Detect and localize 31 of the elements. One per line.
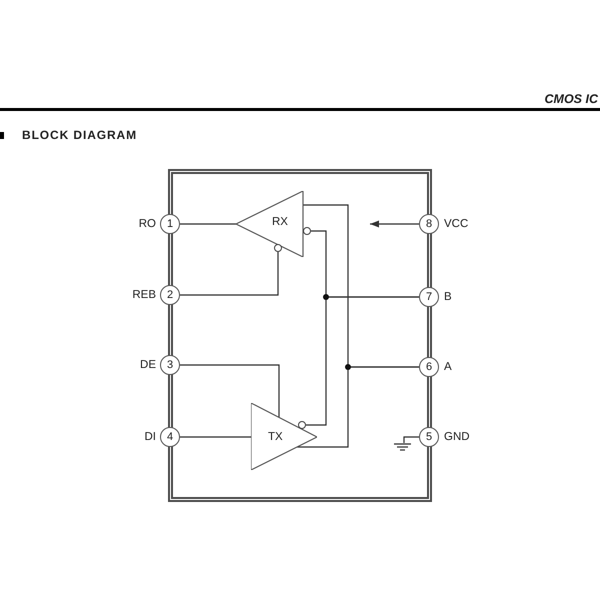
- pin-label: REB: [132, 288, 156, 302]
- pin-label: RO: [138, 217, 156, 231]
- amplifier-triangle: [251, 403, 317, 470]
- pin-circle: 2: [160, 285, 180, 305]
- block-label: RX: [272, 215, 288, 229]
- pin-label: B: [444, 290, 452, 304]
- pin-label: DI: [144, 430, 156, 444]
- block-label: TX: [268, 430, 283, 444]
- wire: [297, 366, 419, 448]
- pin-circle: 4: [160, 427, 180, 447]
- wire: [180, 223, 236, 225]
- pin-circle: 8: [419, 214, 439, 234]
- pin-circle: 7: [419, 287, 439, 307]
- pin-circle: 1: [160, 214, 180, 234]
- pin-label: A: [444, 360, 452, 374]
- pin-label: GND: [444, 430, 470, 444]
- document-category: CMOS IC: [544, 92, 598, 106]
- arrow: [370, 220, 419, 228]
- ground-icon: [394, 443, 411, 451]
- wire: [180, 436, 251, 438]
- amplifier-triangle: [236, 191, 311, 257]
- pin-circle: 5: [419, 427, 439, 447]
- pin-circle: 6: [419, 357, 439, 377]
- wire: [306, 296, 419, 426]
- wire: [403, 436, 419, 443]
- wire: [180, 364, 280, 417]
- pin-label: DE: [140, 358, 156, 372]
- wire: [180, 252, 279, 296]
- section-heading: BLOCK DIAGRAM: [22, 128, 138, 142]
- pin-circle: 3: [160, 355, 180, 375]
- pin-label: VCC: [444, 217, 468, 231]
